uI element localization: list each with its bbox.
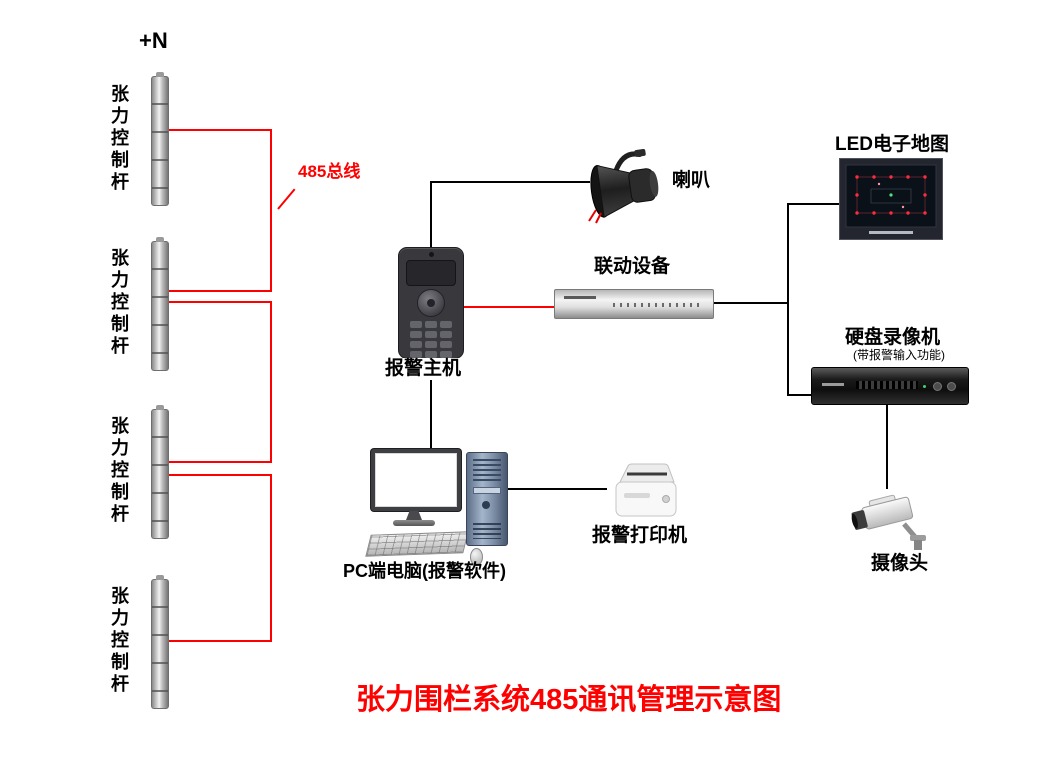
pc-keyboard: [365, 531, 469, 557]
bus-line-pole1: [167, 129, 272, 131]
bus-line-pole3-a: [169, 461, 272, 463]
linkage-device-label: 联动设备: [594, 256, 671, 277]
host-speaker-line-horizontal: [430, 181, 590, 183]
printer-label: 报警打印机: [592, 525, 688, 546]
pole-segments: [152, 77, 168, 205]
alarm-host-device: [398, 247, 464, 359]
host-keypad: [410, 321, 452, 358]
pc-monitor-stand: [406, 511, 422, 520]
pc-tower: [466, 452, 508, 546]
dvr-led: [923, 385, 926, 388]
bus-label: 485总线: [298, 162, 361, 181]
linkage-label-mark: [564, 296, 596, 299]
dvr-logo-mark: [822, 383, 844, 386]
bus-line-pole4: [169, 640, 272, 642]
bus-line-vertical-3: [270, 474, 272, 642]
pole-segments: [152, 242, 168, 370]
host-screen: [406, 260, 456, 286]
bus-line-pole2-a: [169, 290, 272, 292]
tension-pole-4-label: 张力控制杆: [109, 586, 129, 696]
tower-power-button: [482, 501, 490, 509]
printer-icon: [606, 458, 686, 524]
dvr-camera-line: [886, 401, 888, 489]
tower-vents: [473, 459, 501, 481]
tension-pole-3: [151, 405, 169, 539]
linkage-device: [554, 289, 714, 319]
junction-vertical-line: [787, 203, 789, 396]
pole-segments: [152, 580, 168, 708]
tower-drive-bay: [473, 487, 501, 494]
host-sensor-dot: [428, 252, 434, 257]
camera-icon: [848, 486, 936, 552]
dvr-vents: [856, 381, 918, 389]
led-map-label: LED电子地图: [835, 134, 950, 155]
junction-ledmap-line: [787, 203, 839, 205]
dvr-button: [933, 382, 942, 391]
dvr-sublabel: (带报警输入功能): [853, 348, 945, 362]
host-speaker-line-vertical: [430, 181, 432, 249]
host-nav-center: [427, 299, 435, 307]
plus-n-label: +N: [139, 28, 168, 53]
pc-mouse: [470, 548, 483, 566]
led-map-panel: [839, 158, 943, 240]
junction-dvr-line: [787, 394, 812, 396]
dvr-device: [811, 367, 969, 405]
host-nav-wheel: [417, 289, 445, 317]
tension-pole-2-label: 张力控制杆: [109, 248, 129, 358]
speaker-icon: [584, 146, 666, 228]
dvr-label: 硬盘录像机: [845, 327, 941, 348]
tower-grill: [473, 523, 501, 539]
host-linkage-line: [461, 306, 555, 308]
pc-label: PC端电脑(报警软件): [343, 561, 506, 581]
pc-monitor-base: [393, 520, 435, 526]
tension-pole-2: [151, 237, 169, 371]
bus-line-vertical-1: [270, 129, 272, 292]
diagram-title: 张力围栏系统485通讯管理示意图: [356, 684, 782, 716]
tension-pole-4: [151, 575, 169, 709]
bus-line-pole3-b: [169, 474, 272, 476]
linkage-junction-line: [711, 302, 789, 304]
bus-label-pointer: [277, 188, 296, 210]
pc-printer-line: [505, 488, 607, 490]
bus-line-pole2-b: [169, 301, 272, 303]
linkage-ports: [613, 303, 703, 307]
bus-line-vertical-2: [270, 301, 272, 462]
camera-label: 摄像头: [871, 553, 929, 574]
pole-segments: [152, 410, 168, 538]
tension-pole-3-label: 张力控制杆: [109, 416, 129, 526]
host-pc-line: [430, 355, 432, 453]
dvr-button: [947, 382, 956, 391]
speaker-label: 喇叭: [672, 170, 711, 191]
pc-monitor: [371, 449, 461, 511]
tension-pole-1-label: 张力控制杆: [109, 84, 129, 194]
tension-pole-1: [151, 72, 169, 206]
alarm-host-label: 报警主机: [383, 358, 464, 380]
